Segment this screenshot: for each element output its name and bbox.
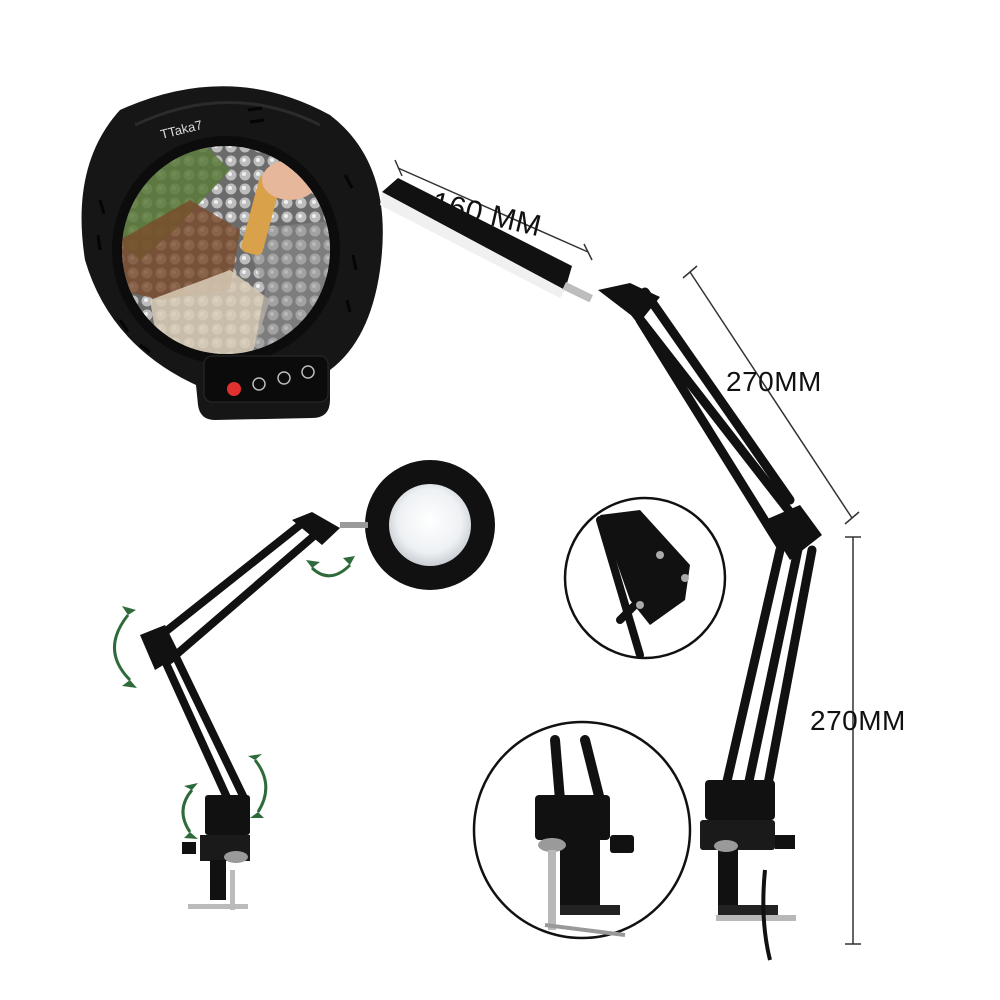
magnifier-head-closeup [81, 86, 383, 420]
lamp-left-rotation-view [140, 460, 495, 910]
rotate-arrow-icon [113, 614, 132, 682]
rotate-arrow-icon [253, 759, 268, 813]
control-panel [203, 355, 329, 403]
mode-button-icon [301, 365, 315, 379]
joint-detail-circle [563, 496, 727, 660]
lamp-right-dimensioned [380, 178, 822, 961]
rotation-arrows [113, 563, 352, 833]
rotate-arrow-icon [310, 563, 352, 578]
power-button-icon [227, 382, 241, 396]
dimension-lines [394, 159, 861, 945]
brightness-button-icon [252, 377, 266, 391]
rotate-arrow-icon [181, 789, 194, 833]
lower-arm-length-label: 270MM [810, 705, 906, 736]
vent-slots [96, 106, 358, 354]
upper-arm-length-label: 270MM [726, 366, 822, 397]
lens [389, 484, 471, 566]
clamp-detail-circle [472, 720, 692, 940]
color-button-icon [277, 371, 291, 385]
